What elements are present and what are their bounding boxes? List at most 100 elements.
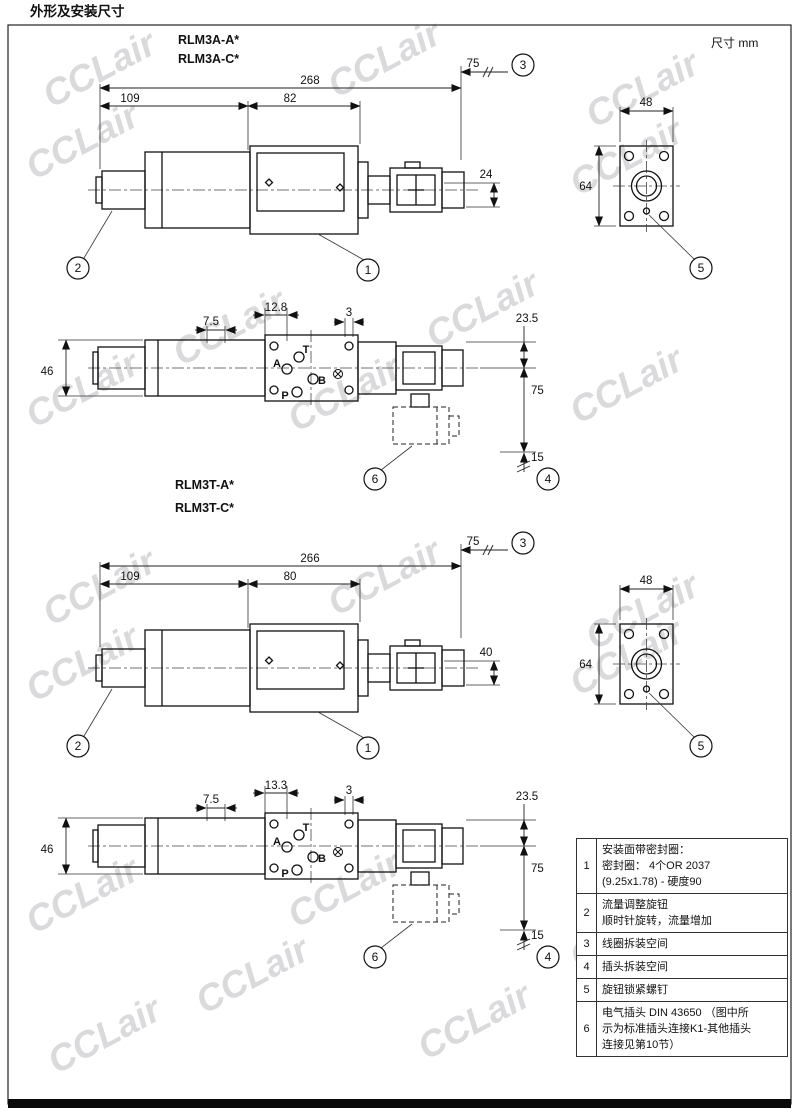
dim-flange-width: 48: [640, 97, 653, 109]
legend-row: 4 插头拆装空间: [577, 956, 787, 979]
legend-row: 1 安装面带密封圈： 密封圈： 4个OR 2037 (9.25x1.78) - …: [577, 839, 787, 894]
dim-total-length: 266: [300, 553, 319, 565]
callout-2: 2: [75, 261, 82, 275]
legend-row-text: 线圈拆装空间: [597, 933, 787, 955]
watermark: CCLair: [579, 41, 708, 135]
dim-plate: 3: [346, 307, 352, 319]
legend-row-text: 安装面带密封圈： 密封圈： 4个OR 2037 (9.25x1.78) - 硬度…: [597, 839, 787, 893]
port-label-p: P: [281, 390, 288, 402]
legend-row-text: 插头拆装空间: [597, 956, 787, 978]
legend-row: 6 电气插头 DIN 43650 （图中所 示为标准插头连接K1-其他插头 连接…: [577, 1002, 787, 1056]
dim-body-width: 46: [41, 366, 54, 378]
dim-offset: 7.5: [203, 794, 219, 806]
dim-flange-width: 48: [640, 575, 653, 587]
legend-line: 流量调整旋钮: [602, 899, 668, 911]
dim-flange-height: 64: [579, 181, 592, 193]
legend-row-number: 5: [577, 979, 597, 1001]
dim-plate: 3: [346, 785, 352, 797]
watermark: CCLair: [321, 529, 450, 623]
dim-coil-clearance: 75: [467, 58, 480, 70]
port-label-p: P: [281, 868, 288, 880]
legend-line: 密封圈： 4个OR 2037: [602, 860, 711, 872]
callout-legend-table: 1 安装面带密封圈： 密封圈： 4个OR 2037 (9.25x1.78) - …: [576, 838, 788, 1057]
port-label-b: B: [318, 853, 326, 865]
rlm3t-dimension-texts: 75 266 109 80 40 48 64 7.5 13.3 3 23.5 4…: [41, 536, 705, 964]
legend-row-text: 电气插头 DIN 43650 （图中所 示为标准插头连接K1-其他插头 连接见第…: [597, 1002, 787, 1056]
model-label-rlm3t-a: RLM3T-A*: [175, 478, 234, 492]
dim-seg1: 109: [120, 571, 139, 583]
callout-2: 2: [75, 739, 82, 753]
legend-row: 2 流量调整旋钮 顺时针旋转，流量增加: [577, 894, 787, 933]
watermark: CCLair: [563, 337, 692, 431]
legend-line: 示为标准插头连接K1-其他插头: [602, 1023, 752, 1035]
dim-body-width: 46: [41, 844, 54, 856]
rlm3a-side-view: [67, 54, 534, 281]
watermark: CCLair: [19, 93, 148, 187]
dim-seg2: 82: [284, 93, 297, 105]
model-label-rlm3t-c: RLM3T-C*: [175, 501, 234, 515]
legend-line: 连接见第10节）: [602, 1039, 681, 1051]
legend-line: 电气插头 DIN 43650 （图中所: [602, 1007, 749, 1019]
callout-4: 4: [545, 950, 552, 964]
dim-top: 23.5: [516, 313, 538, 325]
callout-4: 4: [545, 472, 552, 486]
watermark: CCLair: [19, 615, 148, 709]
legend-line: (9.25x1.78) - 硬度90: [602, 876, 702, 888]
callout-1: 1: [365, 741, 372, 755]
port-label-t: T: [303, 344, 310, 356]
bottom-rule: [8, 1099, 791, 1108]
watermark: CCLair: [411, 973, 540, 1067]
dim-connector-height: 40: [480, 647, 493, 659]
dim-hole: 13.3: [265, 780, 287, 792]
watermark: CCLair: [281, 841, 410, 935]
dim-hole: 12.8: [265, 302, 287, 314]
dim-plug-clearance: 75: [531, 863, 544, 875]
callout-1: 1: [365, 263, 372, 277]
port-label-b: B: [318, 375, 326, 387]
rlm3a-dimension-texts: 75 268 109 82 24 48 64 7.5 12.8 3 23.5 4…: [41, 58, 705, 486]
model-label-rlm3a-a: RLM3A-A*: [178, 33, 239, 47]
port-label-t: T: [303, 822, 310, 834]
page-title: 外形及安装尺寸: [30, 3, 125, 19]
dim-flange-height: 64: [579, 659, 592, 671]
callout-5: 5: [698, 739, 705, 753]
port-label-a: A: [273, 836, 281, 848]
legend-row: 5 旋钮锁紧螺钉: [577, 979, 787, 1002]
dim-extra: 15: [531, 930, 544, 942]
legend-row-number: 1: [577, 839, 597, 893]
legend-line: 顺时针旋转，流量增加: [602, 915, 712, 927]
callout-6: 6: [372, 950, 379, 964]
units-label: 尺寸 mm: [711, 36, 758, 50]
watermark: CCLair: [419, 261, 548, 355]
legend-row-number: 6: [577, 1002, 597, 1056]
callout-5: 5: [698, 261, 705, 275]
dim-seg2: 80: [284, 571, 297, 583]
callout-6: 6: [372, 472, 379, 486]
dim-seg1: 109: [120, 93, 139, 105]
legend-row-number: 3: [577, 933, 597, 955]
legend-row-number: 4: [577, 956, 597, 978]
legend-line: 插头拆装空间: [602, 961, 668, 973]
dim-connector-height: 24: [480, 169, 493, 181]
legend-row-text: 旋钮锁紧螺钉: [597, 979, 787, 1001]
legend-row-text: 流量调整旋钮 顺时针旋转，流量增加: [597, 894, 787, 932]
legend-line: 安装面带密封圈：: [602, 844, 690, 856]
legend-line: 旋钮锁紧螺钉: [602, 984, 668, 996]
dim-top: 23.5: [516, 791, 538, 803]
callout-3: 3: [520, 536, 527, 550]
dim-plug-clearance: 75: [531, 385, 544, 397]
legend-row: 3 线圈拆装空间: [577, 933, 787, 956]
legend-line: 线圈拆装空间: [602, 938, 668, 950]
model-label-rlm3a-c: RLM3A-C*: [178, 52, 239, 66]
watermark: CCLair: [189, 927, 318, 1021]
dim-total-length: 268: [300, 75, 319, 87]
watermark: CCLair: [41, 987, 170, 1081]
watermark: CCLair: [19, 847, 148, 941]
dim-offset: 7.5: [203, 316, 219, 328]
dim-coil-clearance: 75: [467, 536, 480, 548]
callout-3: 3: [520, 58, 527, 72]
legend-row-number: 2: [577, 894, 597, 932]
port-label-a: A: [273, 358, 281, 370]
